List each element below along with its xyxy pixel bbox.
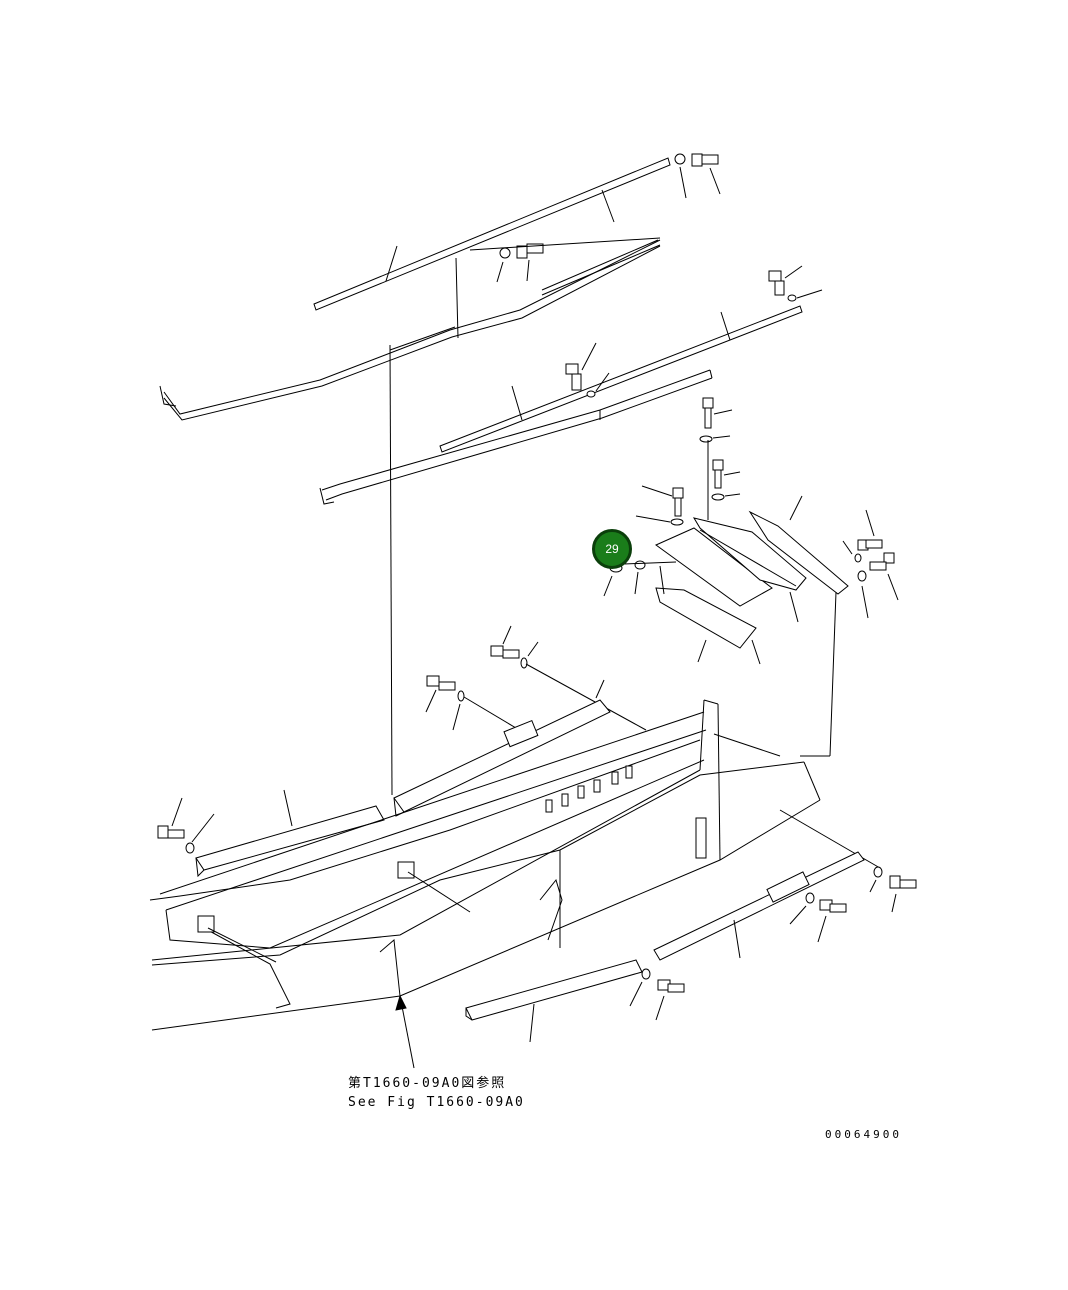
bolt-icon <box>768 265 803 296</box>
callout-29-badge[interactable]: 29 <box>592 529 632 569</box>
reference-note-en: See Fig T1660-09A0 <box>348 1095 525 1110</box>
bolt-icon <box>655 979 685 1021</box>
bolt-icon <box>712 459 741 489</box>
leader-line <box>463 696 517 729</box>
long-diagonal-strip <box>439 305 803 453</box>
washer-icon <box>789 892 815 925</box>
bolt-icon <box>641 485 684 517</box>
washer-icon <box>869 866 883 893</box>
washer-icon <box>857 570 869 619</box>
upper-rail-strip <box>313 157 671 339</box>
lower-side-rail <box>465 959 643 1043</box>
washer-icon <box>699 435 731 443</box>
bolt-icon <box>157 797 185 839</box>
washer-icon <box>185 813 215 854</box>
washer-icon <box>452 690 465 731</box>
lower-side-rail <box>653 851 865 961</box>
bolt-icon <box>565 342 597 391</box>
bolt-icon <box>869 552 899 601</box>
washer-icon <box>586 372 610 398</box>
main-frame <box>149 699 881 1069</box>
washer-icon <box>629 968 651 1007</box>
leader-line <box>623 561 677 565</box>
leader-line <box>525 663 647 731</box>
bolt-icon <box>691 153 721 195</box>
side-cover-plate <box>195 789 385 878</box>
washer-icon <box>787 289 823 302</box>
lower-long-rail <box>319 369 713 505</box>
mounting-bracket <box>655 495 849 757</box>
reference-note-ja: 第T1660-09A0図参照 <box>348 1076 507 1091</box>
bolt-icon <box>490 625 520 659</box>
washer-icon <box>634 560 646 595</box>
washer-icon <box>635 515 684 526</box>
bolt-icon <box>516 243 544 282</box>
washer-icon <box>842 540 862 563</box>
bolt-icon <box>889 875 917 913</box>
side-cover-plate <box>393 679 611 817</box>
frame-slot <box>545 765 633 813</box>
bolt-icon <box>425 675 456 713</box>
washer-icon <box>674 153 687 199</box>
washer-icon <box>711 493 741 501</box>
curved-rail-strip <box>159 237 661 421</box>
washer-icon <box>496 247 511 283</box>
leader-line <box>389 344 393 796</box>
bolt-icon <box>702 397 733 429</box>
washer-icon <box>520 641 539 669</box>
drawing-number: 00064900 <box>825 1128 902 1141</box>
bolt-icon <box>857 509 883 551</box>
bolt-icon <box>817 899 847 943</box>
